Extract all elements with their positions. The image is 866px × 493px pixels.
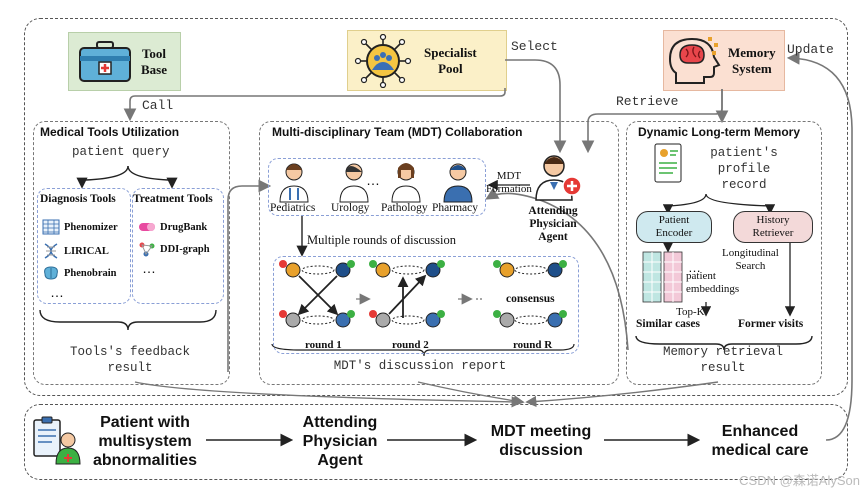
memory-system-box: Memory System <box>663 30 785 91</box>
treatment-tools-title: Treatment Tools <box>133 193 213 205</box>
select-label: Select <box>511 39 558 54</box>
mdt-panel <box>259 121 619 385</box>
tools-feedback-caption: Tools's feedback result <box>69 345 191 375</box>
specialist-pool-box: Specialist Pool <box>347 30 507 91</box>
tool-lirical: LIRICAL <box>42 243 109 259</box>
pathology-doctor-icon <box>391 163 421 203</box>
former-visits-label: Former visits <box>738 318 804 330</box>
consensus-label: consensus <box>506 293 555 305</box>
memory-retrieval-caption: Memory retrieval result <box>662 345 784 375</box>
round-1-label: round 1 <box>305 339 342 351</box>
mdt-report-caption: MDT's discussion report <box>333 359 507 373</box>
pharmacy-doctor-icon <box>443 163 473 203</box>
workflow-attending: Attending Physician Agent <box>302 414 378 469</box>
pediatrics-doctor-icon <box>279 163 309 203</box>
tool-phenobrain-label: Phenobrain <box>64 267 117 279</box>
patient-query-label: patient query <box>72 145 170 159</box>
brain-head-icon <box>668 36 721 84</box>
team-network-icon <box>354 33 412 88</box>
specialist-pharmacy: Pharmacy <box>432 202 478 214</box>
tool-lirical-label: LIRICAL <box>64 245 109 257</box>
memory-panel-title: Dynamic Long-term Memory <box>638 125 801 139</box>
tools-panel <box>33 121 230 385</box>
specialist-pathology: Pathology <box>381 202 428 214</box>
profile-record-label: patient's profile record <box>710 146 778 192</box>
round-2-label: round 2 <box>392 339 429 351</box>
tool-ddi-graph-label: DDI-graph <box>160 243 210 255</box>
profile-document-icon <box>654 143 682 183</box>
diagnosis-tools-box <box>37 188 131 304</box>
toolbox-icon <box>79 40 131 82</box>
multiple-rounds-label: Multiple rounds of discussion <box>307 233 456 247</box>
tool-drugbank: DrugBank <box>138 219 207 235</box>
tools-panel-title: Medical Tools Utilization <box>40 125 180 139</box>
rounds-box <box>273 256 579 354</box>
discussion-rounds-graphic <box>279 260 567 328</box>
diagnosis-tools-title: Diagnosis Tools <box>40 193 116 205</box>
specialist-pool-label: Specialist Pool <box>424 44 477 76</box>
round-r-label: round R <box>513 339 553 351</box>
treatment-ellipsis: … <box>142 260 156 276</box>
workflow-frame <box>24 404 848 480</box>
attending-physician-icon <box>535 155 582 201</box>
memory-system-label: Memory System <box>728 44 776 76</box>
patient-embeddings-label: patient embeddings <box>686 270 740 295</box>
embeddings-ellipsis: … <box>688 260 701 275</box>
specialist-urology: Urology <box>331 202 370 214</box>
workflow-mdt-meeting: MDT meeting discussion <box>490 423 592 459</box>
patient-encoder-box: Patient Encoder <box>636 211 712 243</box>
tool-phenomizer: Phenomizer <box>42 219 118 235</box>
patient-chart-icon <box>33 416 81 465</box>
workflow-patient: Patient with multisystem abnormalities <box>92 414 198 469</box>
dna-icon <box>44 243 58 259</box>
mdt-panel-title: Multi-disciplinary Team (MDT) Collaborat… <box>272 125 523 139</box>
tool-ddi-graph: DDI-graph <box>138 241 210 257</box>
pill-icon <box>139 223 155 231</box>
tool-phenobrain: Phenobrain <box>42 265 117 281</box>
tool-base-label: Tool Base <box>141 45 167 77</box>
history-retriever-box: History Retriever <box>733 211 813 243</box>
attending-physician-label: Attending Physician Agent <box>528 205 578 243</box>
memory-panel <box>626 121 822 385</box>
mdt-formation-label: MDT Formation <box>486 170 532 195</box>
round-r-agents <box>493 260 567 328</box>
tool-drugbank-label: DrugBank <box>160 221 208 233</box>
urology-doctor-icon <box>339 163 369 203</box>
round-2-agents <box>369 260 445 328</box>
specialists-box <box>268 158 486 216</box>
call-label: Call <box>142 98 174 113</box>
workflow-enhanced-care: Enhanced medical care <box>711 423 809 459</box>
specialist-ellipsis: … <box>366 172 380 188</box>
top-k-label: Top-K <box>676 306 705 318</box>
specialist-avatars <box>279 163 473 203</box>
grid-sheet-icon <box>42 219 60 235</box>
retrieve-label: Retrieve <box>616 94 679 109</box>
tool-base-box: Tool Base <box>68 32 181 91</box>
similar-cases-label: Similar cases <box>636 318 700 330</box>
watermark: CSDN @森诺AlySon <box>739 473 860 488</box>
diagnosis-ellipsis: … <box>50 284 64 300</box>
update-label: Update <box>787 42 834 57</box>
tool-phenomizer-label: Phenomizer <box>64 221 118 233</box>
specialist-pediatrics: Pediatrics <box>270 202 316 214</box>
brain-icon <box>44 266 58 280</box>
embedding-matrix-icon <box>642 251 683 303</box>
treatment-tools-box <box>132 188 224 304</box>
graph-nodes-icon <box>139 242 155 257</box>
longitudinal-search-label: Longitudinal Search <box>722 247 779 272</box>
round-1-agents <box>279 260 355 328</box>
